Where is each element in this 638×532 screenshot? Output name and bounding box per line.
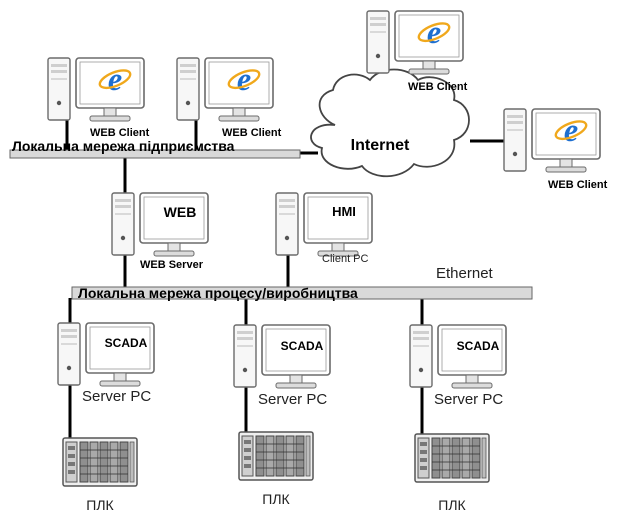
plc-1-label: ПЛК	[86, 497, 114, 513]
internet-cloud: Internet	[310, 68, 470, 178]
web-server	[111, 192, 209, 257]
plc-rack-icon	[238, 431, 314, 481]
plc-3-label: ПЛК	[438, 497, 466, 513]
web-client-2-label: WEB Client	[222, 127, 282, 139]
web-client-4-label: WEB Client	[548, 179, 608, 191]
process-lan-label: Локальна мережа процесу/виробництва	[78, 285, 358, 301]
client-pc-label: Client PC	[322, 253, 369, 265]
desktop-computer-icon	[275, 192, 373, 257]
hmi-client-pc	[275, 192, 373, 257]
server-pc-3-label: Server PC	[434, 391, 503, 408]
plc-rack-icon	[414, 433, 490, 483]
web-client-4	[503, 108, 601, 173]
desktop-computer-icon	[503, 108, 601, 173]
connection-lines	[65, 68, 506, 440]
web-server-screen-text: WEB	[164, 204, 197, 220]
scada-1-screen-text: SCADA	[105, 336, 148, 350]
web-client-2	[176, 57, 274, 122]
enterprise-lan-bus	[9, 149, 301, 159]
cloud-icon	[310, 68, 470, 178]
plc-1	[62, 437, 138, 487]
web-client-3-label: WEB Client	[408, 81, 468, 93]
server-pc-1-label: Server PC	[82, 388, 151, 405]
desktop-computer-icon	[111, 192, 209, 257]
ethernet-label: Ethernet	[436, 265, 494, 282]
internet-label: Internet	[351, 137, 410, 154]
desktop-computer-icon	[233, 324, 331, 389]
desktop-computer-icon	[176, 57, 274, 122]
web-server-label: WEB Server	[140, 259, 204, 271]
scada-2-screen-text: SCADA	[281, 339, 324, 353]
web-client-1	[47, 57, 145, 122]
desktop-computer-icon	[366, 10, 464, 75]
plc-3	[414, 433, 490, 483]
scada-server-1	[57, 322, 155, 387]
process-lan-bus	[71, 286, 533, 300]
web-client-1-label: WEB Client	[90, 127, 150, 139]
enterprise-lan-label: Локальна мережа підприємства	[12, 138, 235, 154]
desktop-computer-icon	[409, 324, 507, 389]
desktop-computer-icon	[47, 57, 145, 122]
hmi-screen-text: HMI	[332, 204, 356, 219]
plc-2-label: ПЛК	[262, 491, 290, 507]
plc-2	[238, 431, 314, 481]
scada-server-3	[409, 324, 507, 389]
web-client-3	[366, 10, 464, 75]
server-pc-2-label: Server PC	[258, 391, 327, 408]
plc-rack-icon	[62, 437, 138, 487]
desktop-computer-icon	[57, 322, 155, 387]
scada-server-2	[233, 324, 331, 389]
scada-3-screen-text: SCADA	[457, 339, 500, 353]
